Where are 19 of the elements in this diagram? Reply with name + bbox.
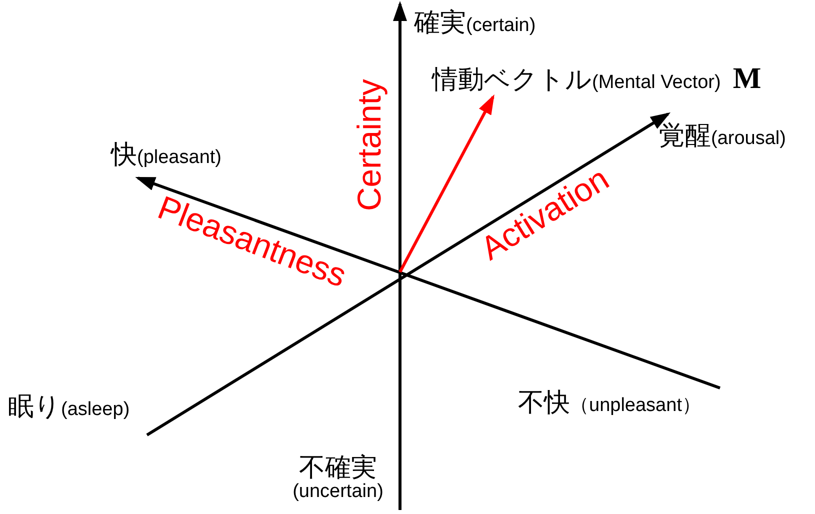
translation-label: (certain) <box>466 16 536 36</box>
arrow <box>398 94 494 273</box>
term-label: 情動ベクトル <box>432 65 592 94</box>
term-label: 不快 <box>518 388 570 416</box>
arrow <box>393 1 407 510</box>
translation-label: (asleep) <box>61 400 130 421</box>
translation-label: (pleasant) <box>137 148 222 169</box>
term-label: 眠り <box>8 392 61 421</box>
translation-label: （unpleasant） <box>570 396 701 416</box>
term-label: 覚醒 <box>659 120 711 150</box>
arrow <box>135 176 720 390</box>
arrow <box>146 112 671 436</box>
term-label: 確実 <box>414 8 466 36</box>
term-label: 快 <box>111 140 137 169</box>
translation-label: (Mental Vector) <box>592 73 721 94</box>
translation-label: (arousal) <box>711 128 786 150</box>
vector-symbol: M <box>732 62 762 95</box>
translation-label: (uncertain) <box>292 482 384 503</box>
term-label: 不確実 <box>299 453 377 482</box>
